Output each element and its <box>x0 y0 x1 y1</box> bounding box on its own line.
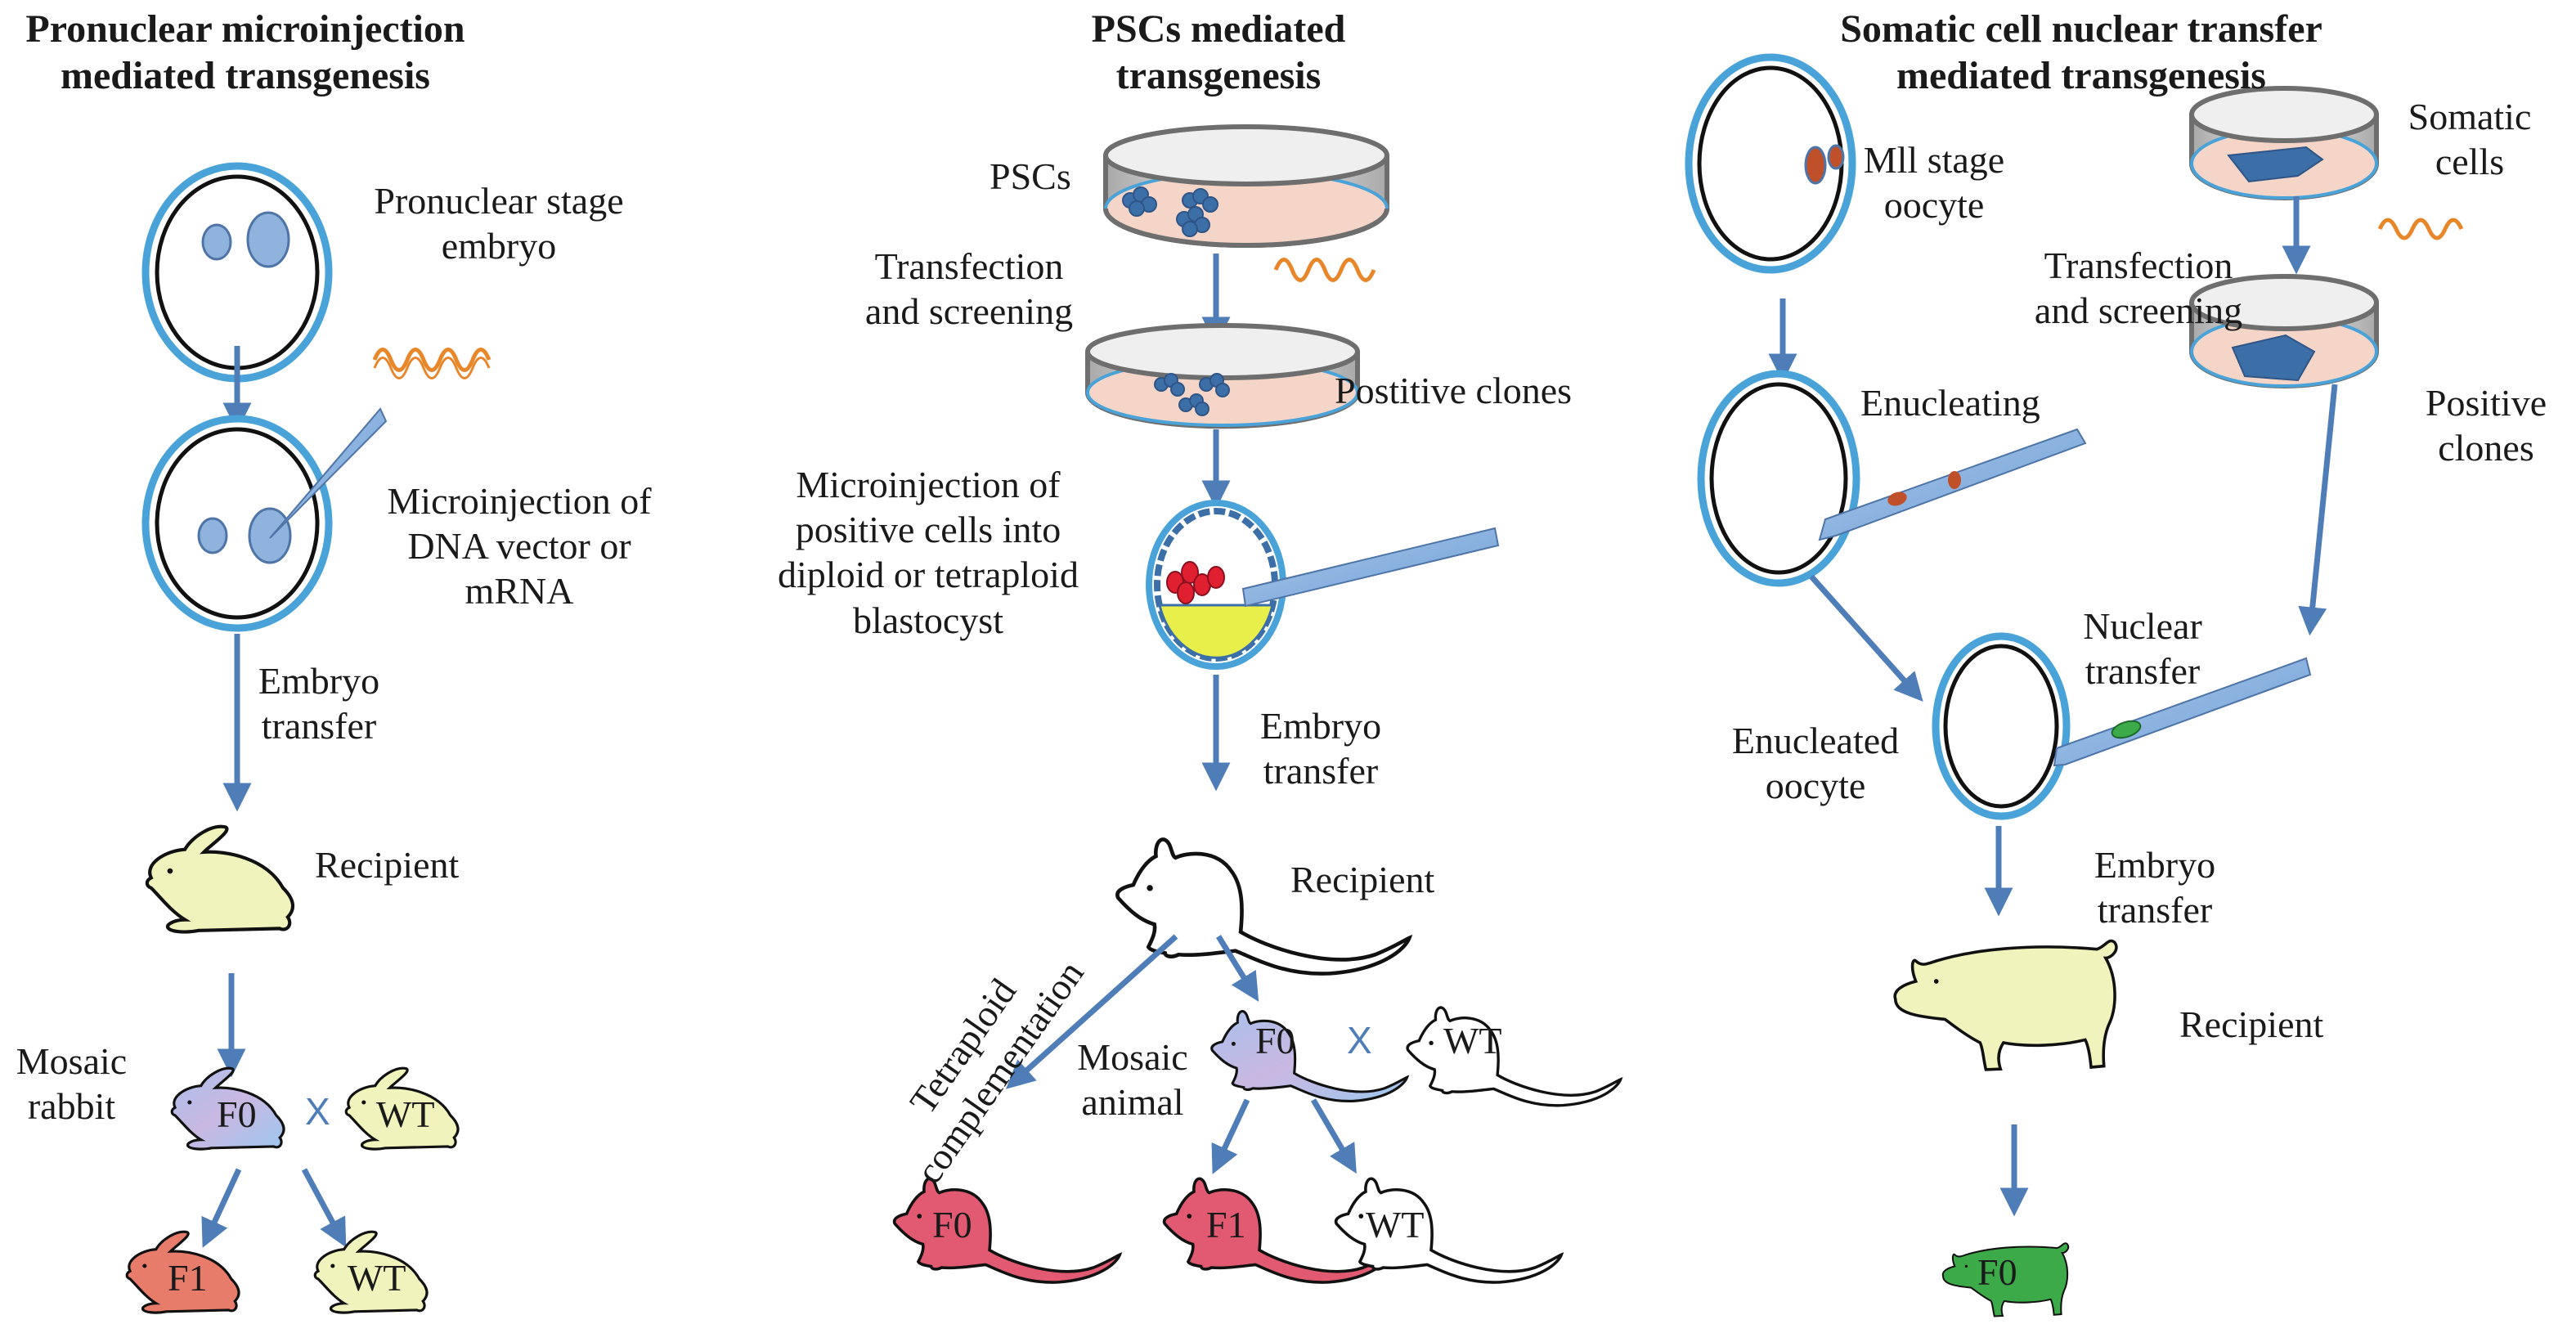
label-pronuclear-stage-embryo: Pronuclear stage embryo <box>374 180 624 267</box>
arrow-to-wt <box>301 1168 347 1248</box>
label-f0: F0 <box>217 1093 257 1135</box>
arrow-enucleated-to-transfer <box>1809 574 1923 702</box>
label-microinjection: Microinjection of DNA vector or mRNA <box>387 480 652 613</box>
wt-mouse-parent <box>1406 1006 1622 1107</box>
psc-colonies <box>1122 186 1218 237</box>
title-line: mediated transgenesis <box>61 53 430 97</box>
label-wt-parent: WT <box>376 1093 435 1135</box>
label-enucleating: Enucleating <box>1860 382 2040 424</box>
label-f0-mosaic: F0 <box>1255 1020 1295 1061</box>
label-mosaic-animal: Mosaic animal <box>1077 1036 1188 1124</box>
arrow-clones-to-transfer <box>2298 384 2338 636</box>
arrow-tetraploid <box>1005 934 1178 1089</box>
label-positive-clones: Postitive clones <box>1335 370 1573 411</box>
label-mosaic-rabbit: Mosaic rabbit <box>16 1040 128 1128</box>
arrow-to-wt <box>1310 1098 1357 1174</box>
label-enucleated-oocyte: Enucleated oocyte <box>1731 720 1900 807</box>
title-line: Pronuclear microinjection <box>25 7 465 51</box>
title-pscs: PSCs mediated transgenesis <box>1091 7 1346 97</box>
label-wt-parent: WT <box>1443 1020 1502 1061</box>
injection-pipette <box>269 407 388 539</box>
donor-nucleus <box>2111 720 2142 739</box>
label-recipient: Recipient <box>315 844 460 886</box>
label-embryo-transfer: Embryo transfer <box>2094 844 2216 931</box>
somatic-cells <box>2227 146 2324 183</box>
column-pronuclear <box>125 162 491 1314</box>
arrow-to-mosaic <box>1216 935 1259 1002</box>
spindle <box>1804 146 1827 185</box>
enucleating-oocyte <box>1697 370 2087 587</box>
label-transfection: Transfection and screening <box>2034 245 2243 332</box>
mii-oocyte <box>1685 53 1856 274</box>
positive-clones-dish <box>2189 274 2379 388</box>
label-somatic-cells: Somatic cells <box>2408 96 2532 183</box>
label-recipient: Recipient <box>1290 859 1435 900</box>
injected-cells <box>1166 561 1225 604</box>
inner-cell-mass <box>1158 604 1274 659</box>
dna-strand-icon <box>372 348 491 372</box>
somatic-dish <box>2189 86 2379 200</box>
dna-strand-icon <box>1273 258 1376 282</box>
cross-symbol: X <box>1347 1019 1372 1061</box>
pronucleus-small <box>201 223 232 261</box>
label-wt-offspring: WT <box>348 1257 406 1299</box>
label-f0-tetraploid: F0 <box>932 1204 972 1246</box>
dna-strand-icon <box>2377 218 2464 240</box>
label-nuclear-transfer: Nuclear transfer <box>2083 605 2202 693</box>
arrow-to-f1 <box>1211 1098 1250 1174</box>
title-pronuclear: Pronuclear microinjection mediated trans… <box>0 7 491 99</box>
pronucleus-large <box>246 211 290 268</box>
column-pscs <box>892 124 1622 1284</box>
mosaic-mouse-f0 <box>1210 1009 1409 1103</box>
injection-pipette <box>1241 527 1500 608</box>
blastocyst <box>1146 500 1500 670</box>
transfer-pipette <box>2053 657 2312 767</box>
arrow-to-f1 <box>201 1168 242 1248</box>
polar-body <box>1827 144 1845 170</box>
label-embryo-transfer: Embryo transfer <box>1259 705 1382 792</box>
label-embryo-transfer: Embryo transfer <box>258 660 380 747</box>
label-mii-oocyte: Mll stage oocyte <box>1863 139 2005 227</box>
positive-clones-dish <box>1085 323 1360 429</box>
title-scnt: Somatic cell nuclear transfer mediated t… <box>1840 7 2322 97</box>
recipient-pig <box>1893 939 2118 1071</box>
cross-symbol: X <box>305 1090 330 1133</box>
injected-embryo <box>141 407 388 632</box>
label-transfection: Transfection and screening <box>864 245 1074 333</box>
recipient-rabbit <box>147 827 293 932</box>
label-f0: F0 <box>1977 1251 2017 1293</box>
label-pscs: PSCs <box>990 155 1071 197</box>
label-wt-offspring: WT <box>1366 1204 1425 1246</box>
label-positive-clones: Positive clones <box>2425 382 2547 469</box>
nuclear-transfer-oocyte <box>1932 632 2312 820</box>
label-f1: F1 <box>1206 1204 1246 1246</box>
psc-dish <box>1103 124 1389 248</box>
label-recipient: Recipient <box>2179 1003 2324 1045</box>
label-f1: F1 <box>168 1257 208 1299</box>
pronuclear-embryo <box>141 162 333 383</box>
column-scnt <box>1685 53 2464 1317</box>
label-microinjection: Microinjection of positive cells into di… <box>778 464 1079 641</box>
